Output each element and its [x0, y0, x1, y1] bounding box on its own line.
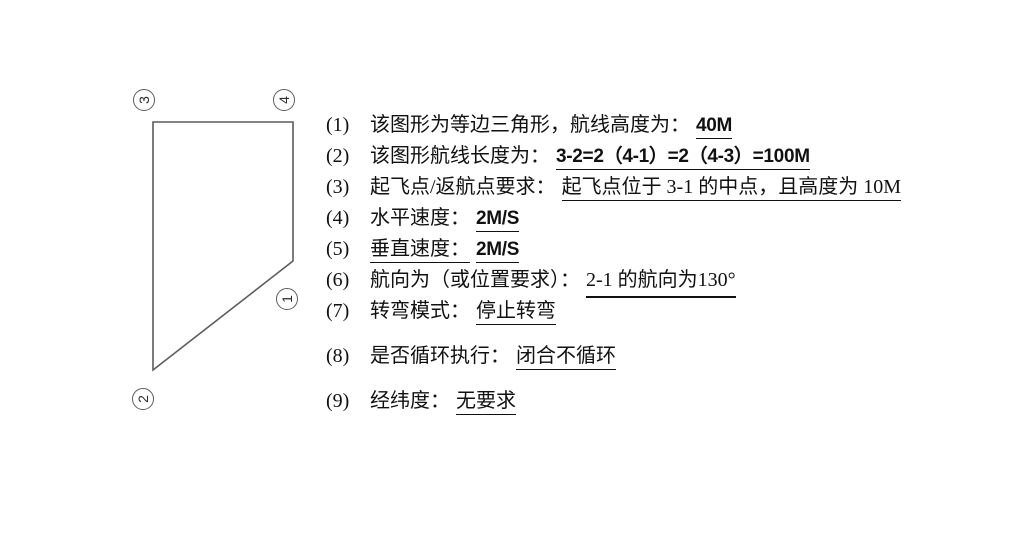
spec-row-5: (5) 垂直速度： 2M/S [326, 232, 1016, 263]
spec-label-8: 是否循环执行： [370, 345, 510, 367]
spec-value-9: 无要求 [456, 384, 516, 415]
spec-value-4: 2M/S [476, 208, 519, 232]
spec-label-6: 航向为（或位置要求）： [370, 269, 580, 291]
spec-index-7: (7) [326, 300, 350, 322]
route-polygon-path [152, 121, 294, 372]
spec-list: (1) 该图形为等边三角形，航线高度为： 40M (2) 该图形航线长度为： 3… [326, 108, 1016, 415]
route-diagram: 3 4 1 2 [120, 78, 340, 418]
spec-index-1: (1) [326, 114, 350, 136]
spec-row-9: (9) 经纬度： 无要求 [326, 384, 1016, 415]
spec-index-6: (6) [326, 269, 350, 291]
spec-index-2: (2) [326, 145, 350, 167]
spec-label-7: 转弯模式： [370, 300, 470, 322]
vertex-label-2-text: 2 [135, 395, 151, 403]
spec-label-4: 水平速度： [370, 207, 470, 229]
spec-row-2: (2) 该图形航线长度为： 3-2=2（4-1）=2（4-3）=100M [326, 139, 1016, 170]
vertex-label-1-text: 1 [279, 295, 295, 303]
vertex-label-2: 2 [132, 388, 154, 410]
spec-value-6: 2-1 的航向为130° [586, 263, 736, 298]
route-polygon-svg [152, 121, 294, 372]
vertex-label-1: 1 [276, 288, 298, 310]
vertex-label-3-text: 3 [136, 96, 152, 104]
spec-row-7: (7) 转弯模式： 停止转弯 [326, 294, 1016, 325]
spec-value-5: 2M/S [476, 239, 519, 263]
vertex-label-4-text: 4 [276, 96, 292, 104]
spec-index-8: (8) [326, 345, 350, 367]
spec-row-8: (8) 是否循环执行： 闭合不循环 [326, 339, 1016, 370]
spec-label-1: 该图形为等边三角形，航线高度为： [370, 114, 690, 136]
vertex-label-4: 4 [273, 89, 295, 111]
spec-value-3: 起飞点位于 3-1 的中点，且高度为 10M [561, 170, 902, 201]
spec-label-2: 该图形航线长度为： [370, 145, 550, 167]
spec-row-6: (6) 航向为（或位置要求）： 2-1 的航向为130° [326, 263, 1016, 298]
spec-value-8: 闭合不循环 [516, 339, 616, 370]
vertex-label-3: 3 [133, 89, 155, 111]
spec-label-3: 起飞点/返航点要求： [370, 176, 556, 198]
spec-index-9: (9) [326, 390, 350, 412]
spec-value-1: 40M [696, 115, 732, 139]
spec-row-4: (4) 水平速度： 2M/S [326, 201, 1016, 232]
spec-index-5: (5) [326, 238, 350, 260]
spec-index-4: (4) [326, 207, 350, 229]
spec-value-2: 3-2=2（4-1）=2（4-3）=100M [556, 141, 810, 170]
spec-row-3: (3) 起飞点/返航点要求： 起飞点位于 3-1 的中点，且高度为 10M [326, 170, 1016, 201]
spec-index-3: (3) [326, 176, 350, 198]
spec-label-9: 经纬度： [370, 390, 450, 412]
spec-label-5: 垂直速度： [370, 232, 470, 263]
spec-value-7: 停止转弯 [476, 294, 556, 325]
spec-row-1: (1) 该图形为等边三角形，航线高度为： 40M [326, 108, 1016, 139]
